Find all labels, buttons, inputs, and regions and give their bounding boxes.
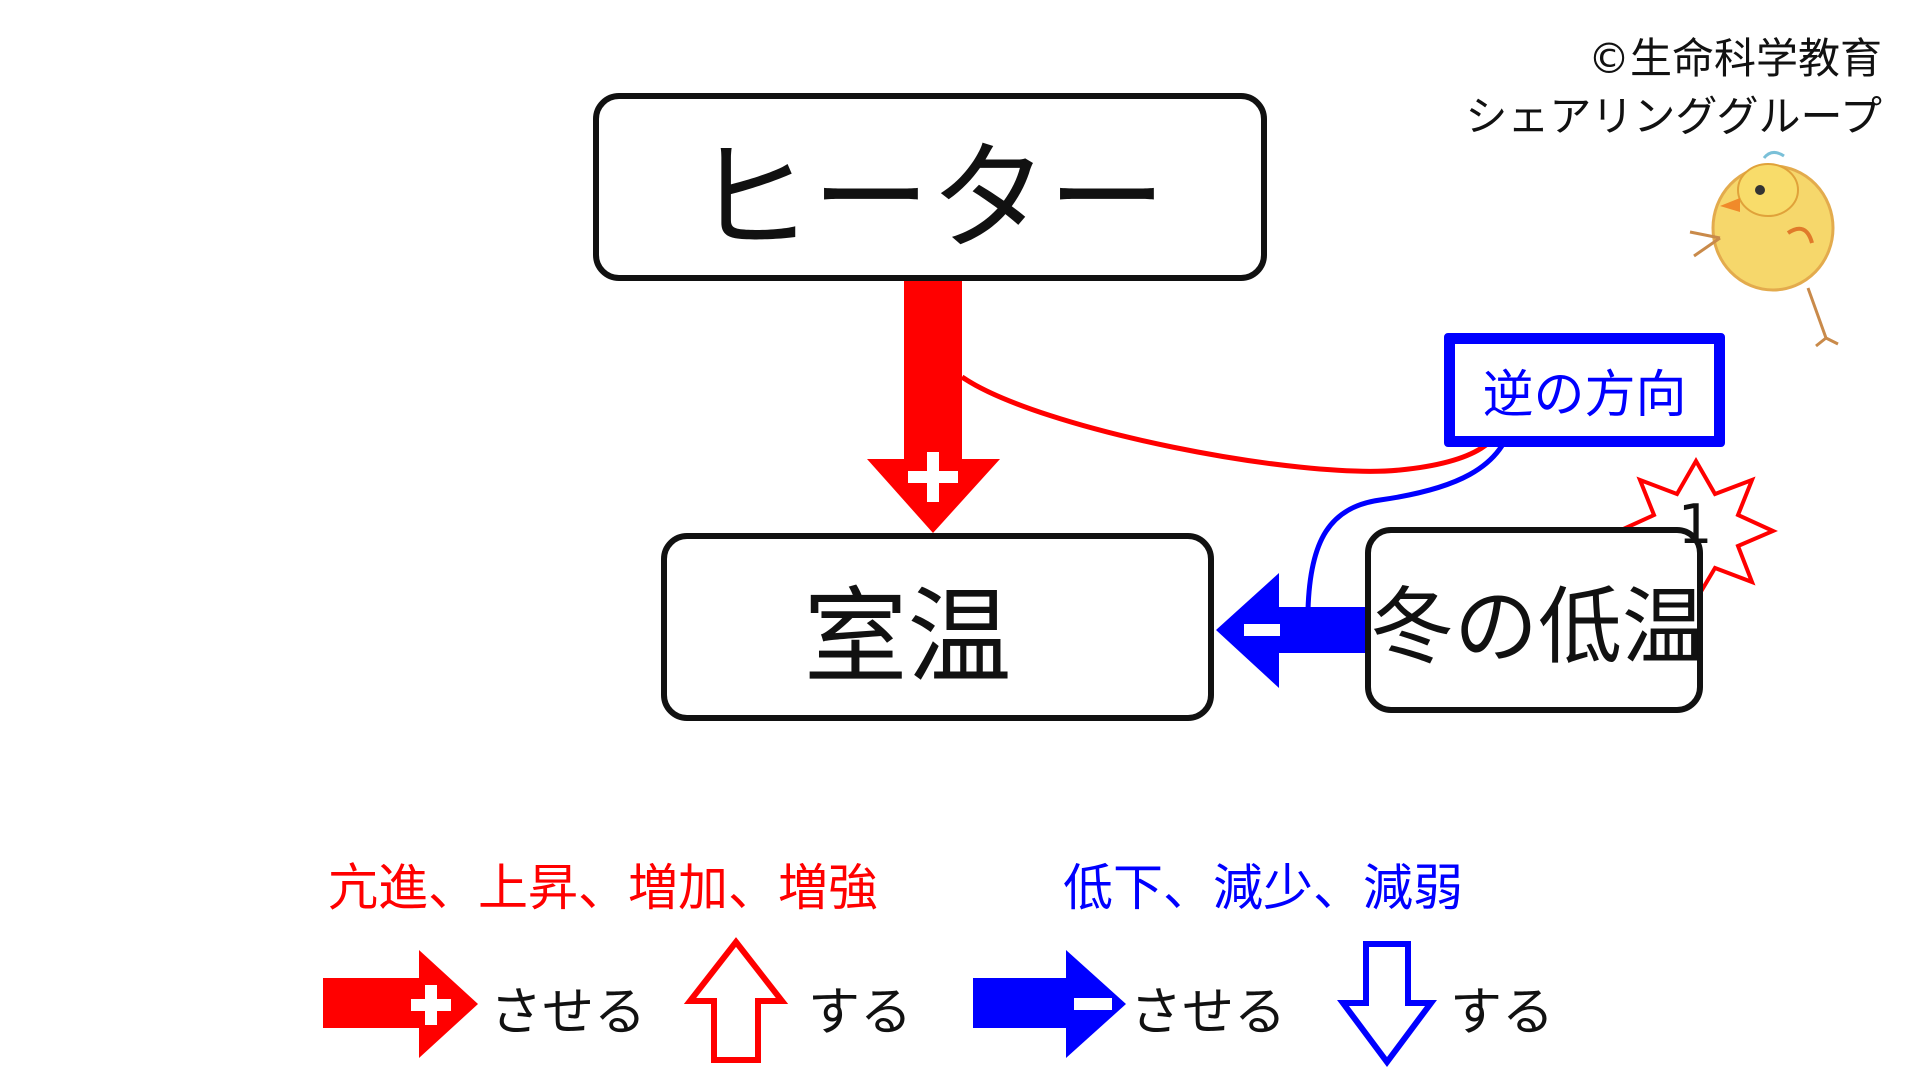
chick-icon	[1689, 151, 1839, 348]
plus-icon	[908, 452, 958, 502]
copyright-line-1: ©生命科学教育	[1587, 34, 1882, 83]
legend-fall-label: する	[1450, 983, 1555, 1043]
legend-promote-label: させる	[490, 983, 647, 1043]
copyright-line-2: シェアリンググループ	[1465, 92, 1882, 141]
minus-icon	[1074, 998, 1112, 1010]
starburst-number: 1	[1678, 493, 1713, 556]
heater-node: ヒーター	[593, 93, 1267, 281]
legend-rise-label: する	[808, 983, 913, 1043]
copyright-notice: ©生命科学教育 シェアリンググループ	[1465, 30, 1882, 146]
minus-icon	[1244, 624, 1280, 636]
reverse-link-red-curve	[960, 374, 1513, 474]
reverse-direction-label: 逆の方向	[1482, 366, 1687, 425]
heater-to-room-promote-arrow	[867, 281, 1000, 533]
cold-to-room-suppress-arrow	[1216, 573, 1365, 688]
legend-decrease-terms: 低下、減少、減弱	[1063, 859, 1463, 917]
legend-down-arrow-icon	[1337, 941, 1437, 1068]
legend-increase-terms: 亢進、上昇、増加、増強	[328, 859, 878, 917]
legend-up-arrow-icon	[683, 937, 789, 1063]
heater-label: ヒーター	[693, 128, 1166, 267]
legend-promote-arrow	[323, 950, 478, 1058]
winter-low-temperature-node: 冬の低温	[1365, 527, 1707, 713]
reverse-direction-box: 逆の方向	[1444, 333, 1725, 447]
room-temperature-label: 室温	[803, 575, 1012, 698]
reverse-link-blue-curve	[1305, 415, 1516, 611]
plus-icon	[411, 985, 451, 1025]
legend-suppress-label: させる	[1130, 983, 1287, 1043]
legend-suppress-arrow	[973, 950, 1126, 1058]
room-temperature-node: 室温	[661, 533, 1214, 721]
winter-low-temperature-label: 冬の低温	[1370, 577, 1707, 676]
